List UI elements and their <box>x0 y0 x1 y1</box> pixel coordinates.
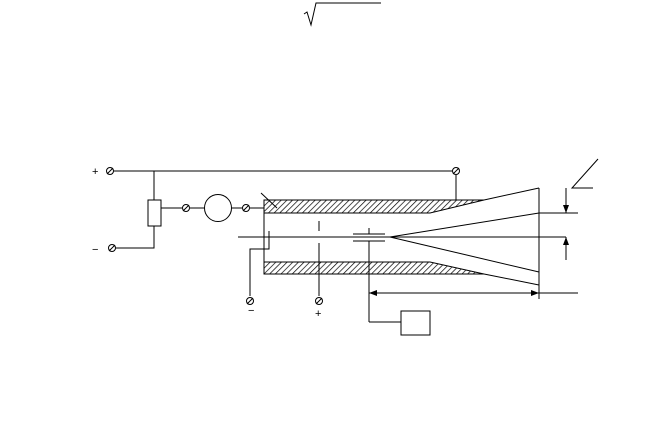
negative-input-terminal <box>108 244 116 252</box>
negative-input-wire <box>116 226 155 249</box>
inner-flare-upper <box>389 212 540 238</box>
inner-flare-lower <box>389 236 540 273</box>
meter-circle <box>204 194 232 222</box>
series-terminal-1 <box>182 204 190 212</box>
lower-electrode <box>263 261 485 275</box>
negative-input-sign: − <box>92 244 98 256</box>
resistor <box>147 199 162 227</box>
exit-diameter-dimension <box>539 188 578 260</box>
series-terminal-2 <box>242 204 250 212</box>
positive-input-sign: + <box>92 166 98 178</box>
nozzle-upper-outer-edge <box>483 187 540 201</box>
upper-electrode <box>263 199 485 214</box>
bottom-left-terminal <box>246 297 254 305</box>
nozzle-lower-outer-edge <box>483 273 540 286</box>
measuring-device-box <box>400 310 431 336</box>
bottom-left-sign: − <box>248 305 254 317</box>
length-dimension <box>369 290 578 296</box>
bottom-right-sign: + <box>315 308 321 320</box>
capacitor-probe <box>353 228 385 322</box>
cathode-lead-wire <box>249 231 270 296</box>
callout-leader-line <box>570 158 599 189</box>
bottom-right-terminal <box>315 297 323 305</box>
top-right-terminal <box>452 167 460 175</box>
square-root-symbol <box>303 2 381 27</box>
positive-input-terminal <box>106 167 114 175</box>
